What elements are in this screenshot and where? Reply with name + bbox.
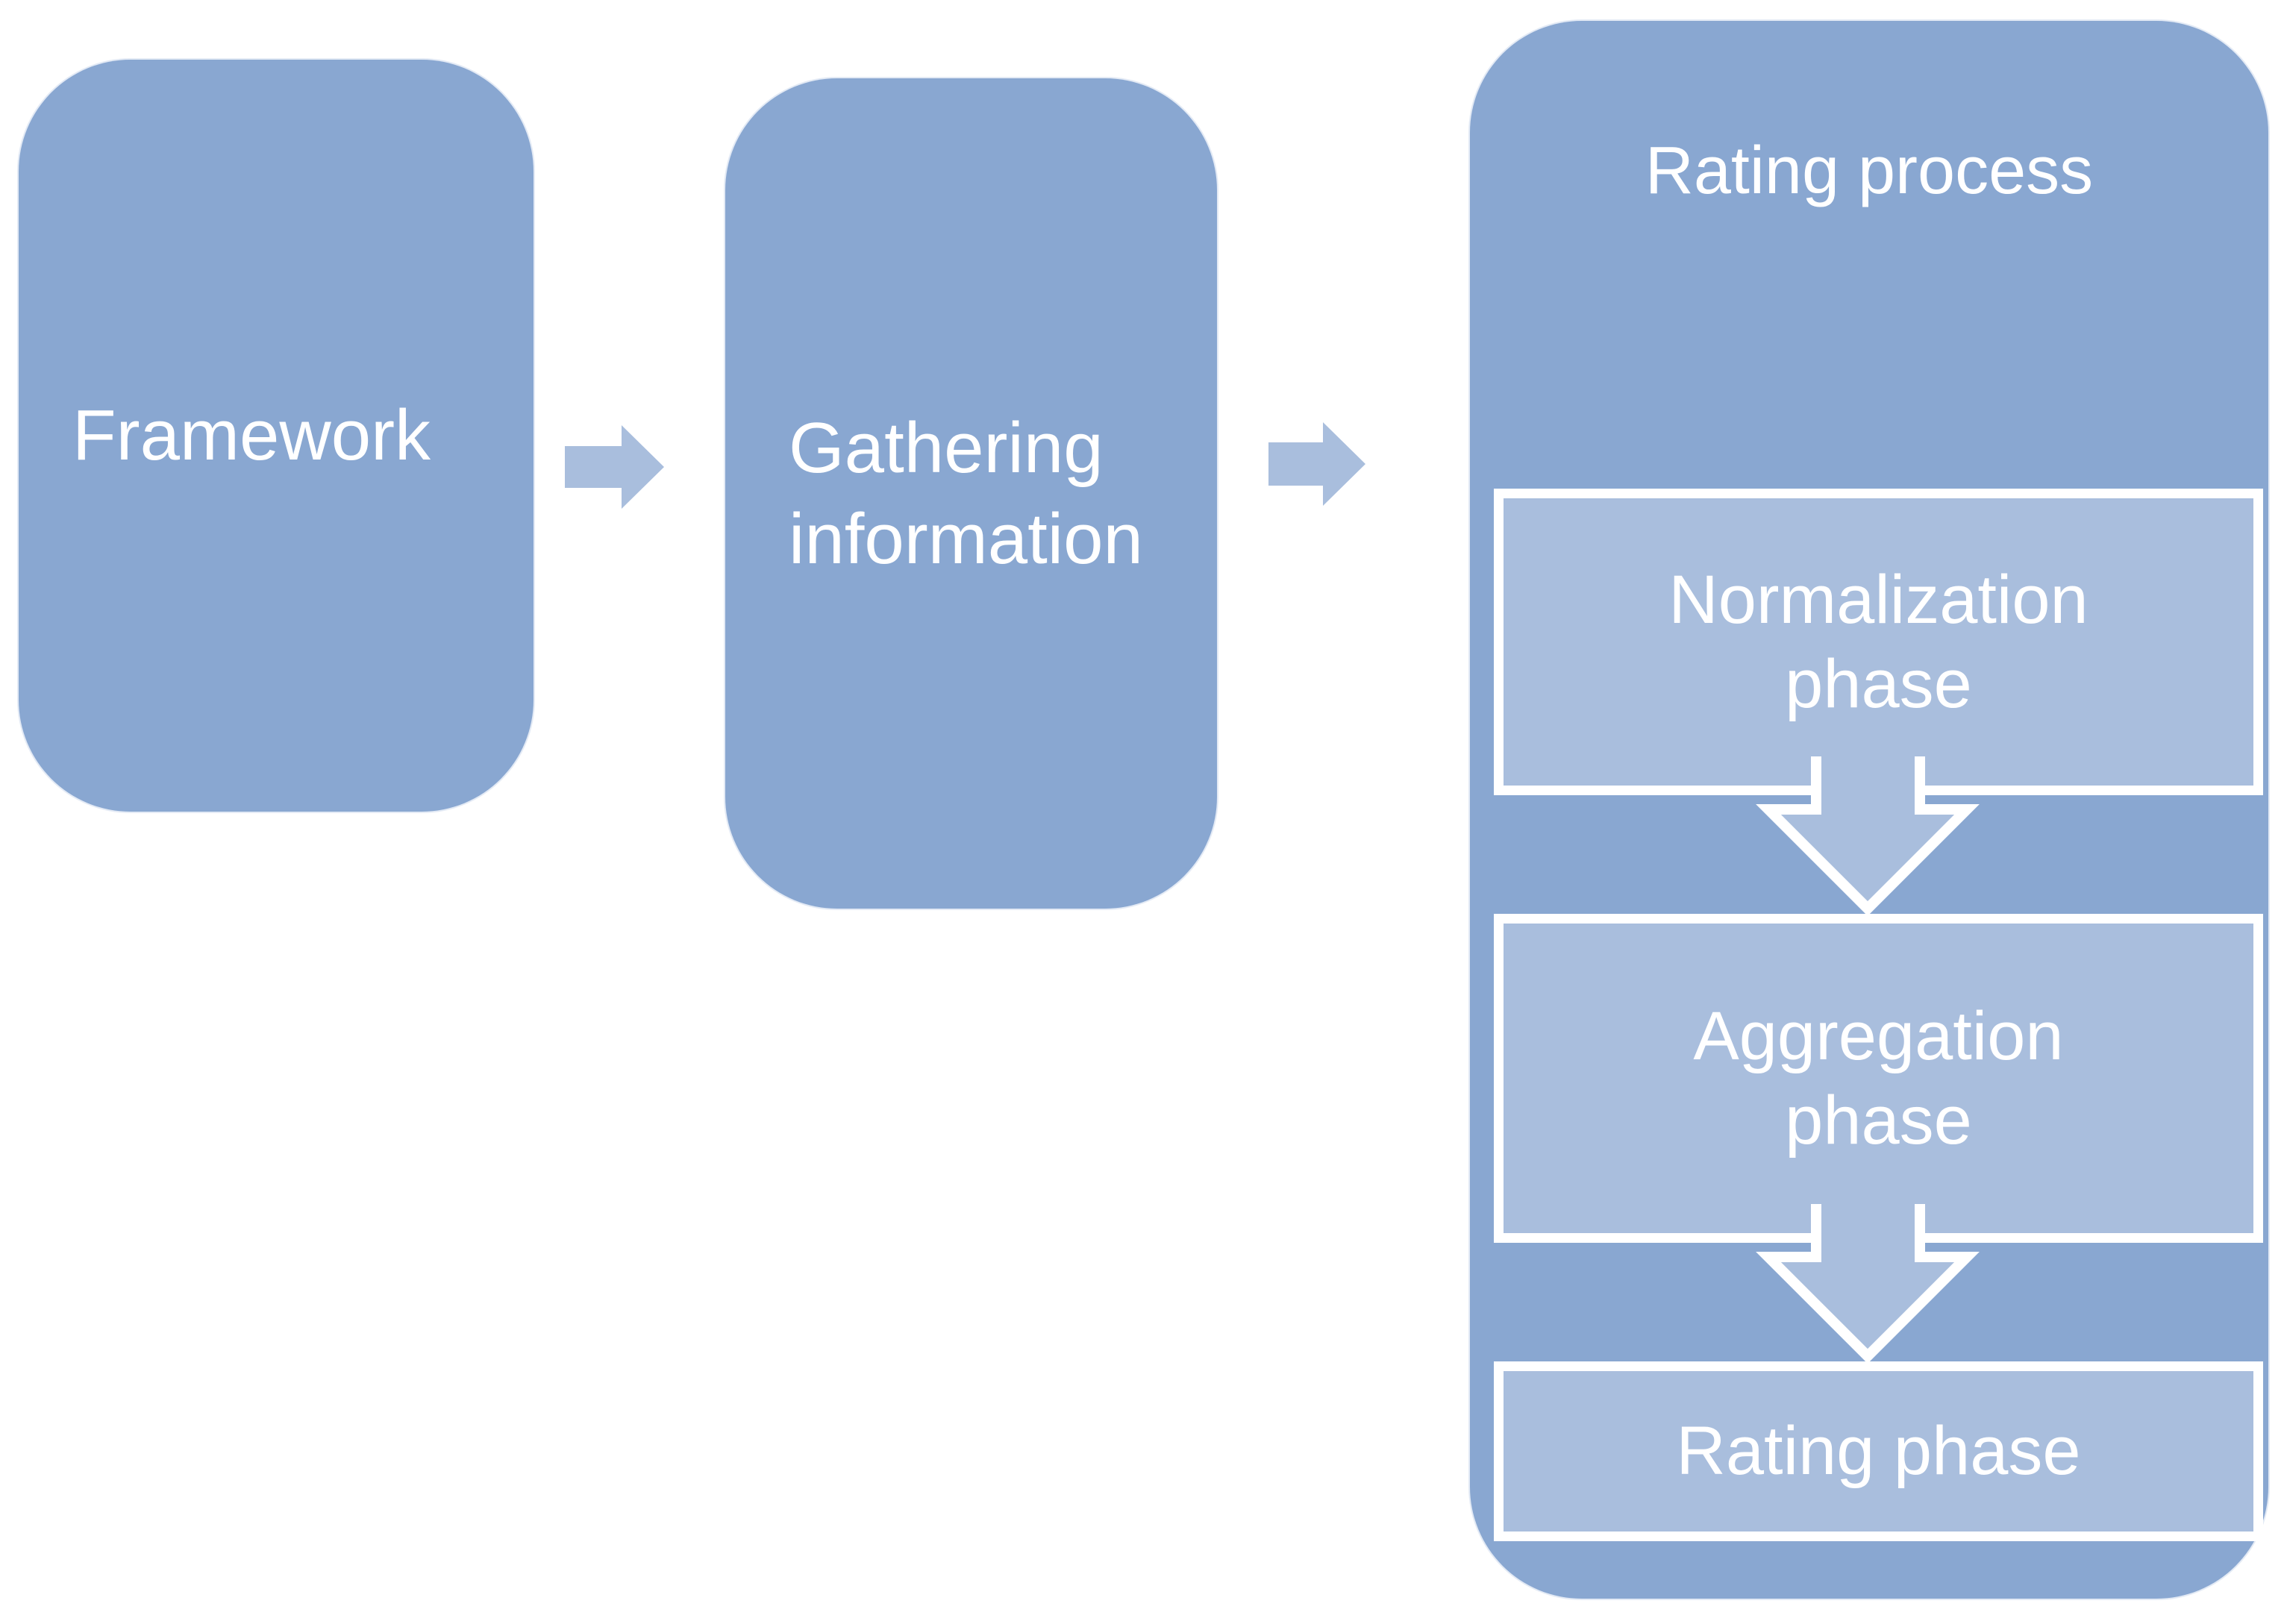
flow-arrow-down-icon [1756,1204,1980,1364]
step-aggregation-phase: Aggregation phase [1494,914,2263,1243]
step-rating-phase: Rating phase [1494,1361,2263,1541]
aggregation-phase-label: Aggregation phase [1693,998,2064,1159]
step-normalization-phase: Normalization phase [1494,489,2263,795]
rating-process-title: Rating process [1645,134,2094,208]
flow-arrow-right-icon [1268,422,1365,506]
flow-arrow-right-icon [565,425,664,509]
gathering-information-label: Gathering information [789,407,1143,579]
gathering-information-node: Gathering information [725,78,1217,909]
framework-label: Framework [72,395,431,476]
normalization-phase-label: Normalization phase [1668,562,2089,722]
flow-arrow-down-icon [1756,756,1980,916]
framework-node: Framework [19,60,534,812]
rating-phase-label: Rating phase [1676,1413,2081,1490]
rating-process-node: Rating process Normalization phase Aggre… [1470,21,2268,1599]
